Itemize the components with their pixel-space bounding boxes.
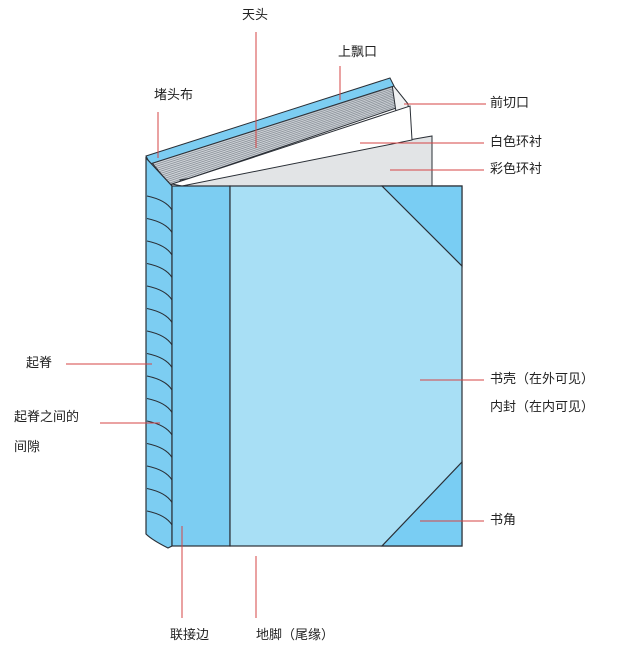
leader-lines <box>66 32 486 618</box>
label-case-inside: 内封（在内可见） <box>490 400 595 415</box>
label-raised-band: 起脊 <box>26 356 53 371</box>
raised-band <box>146 465 173 481</box>
label-tail: 地脚（尾缘） <box>256 628 335 643</box>
page-edge-line <box>155 88 397 168</box>
label-color-endpaper: 彩色环衬 <box>490 162 543 177</box>
front-cover-face <box>229 185 463 547</box>
page-edge-line <box>153 87 396 166</box>
label-head-cap: 上飘口 <box>338 45 378 60</box>
raised-band <box>146 397 173 413</box>
page-edge-line <box>156 90 398 169</box>
page-edge-line <box>159 92 400 173</box>
raised-band <box>146 420 173 436</box>
raised-band <box>146 262 173 278</box>
page-edge-line <box>157 91 399 171</box>
label-band-gap-line2: 间隙 <box>14 440 41 455</box>
page-edge-line <box>163 96 403 178</box>
page-edge-line <box>168 102 408 184</box>
page-edge-line <box>160 94 401 174</box>
label-head: 天头 <box>242 8 269 23</box>
raised-band <box>146 330 173 346</box>
label-joint: 联接边 <box>170 628 210 643</box>
top-right-corner <box>380 185 463 268</box>
bottom-right-corner <box>380 460 463 547</box>
page-edge-line <box>167 100 406 183</box>
raised-bands <box>146 195 173 526</box>
raised-band <box>146 195 173 211</box>
raised-band <box>146 217 173 233</box>
raised-band <box>146 442 173 458</box>
label-white-endpaper: 白色环衬 <box>490 135 543 150</box>
label-book-corner: 书角 <box>490 513 517 528</box>
page-edge-line <box>161 95 402 176</box>
label-headband: 堵头布 <box>154 88 194 103</box>
raised-band <box>146 352 173 368</box>
raised-band <box>146 285 173 301</box>
label-fore-edge: 前切口 <box>490 96 530 111</box>
label-band-gap-line1: 起脊之间的 <box>14 410 80 425</box>
raised-band <box>146 240 173 256</box>
page-edge-lines <box>151 84 408 184</box>
front-cover-joint-strip <box>171 185 231 547</box>
raised-band <box>146 375 173 391</box>
raised-band <box>146 307 173 323</box>
raised-band <box>146 510 173 526</box>
page-edge-line <box>164 98 404 179</box>
raised-band <box>146 487 173 503</box>
page-edge-line <box>165 99 405 181</box>
white-endpaper <box>170 105 413 187</box>
label-case-outside: 书壳（在外可见） <box>490 372 595 387</box>
